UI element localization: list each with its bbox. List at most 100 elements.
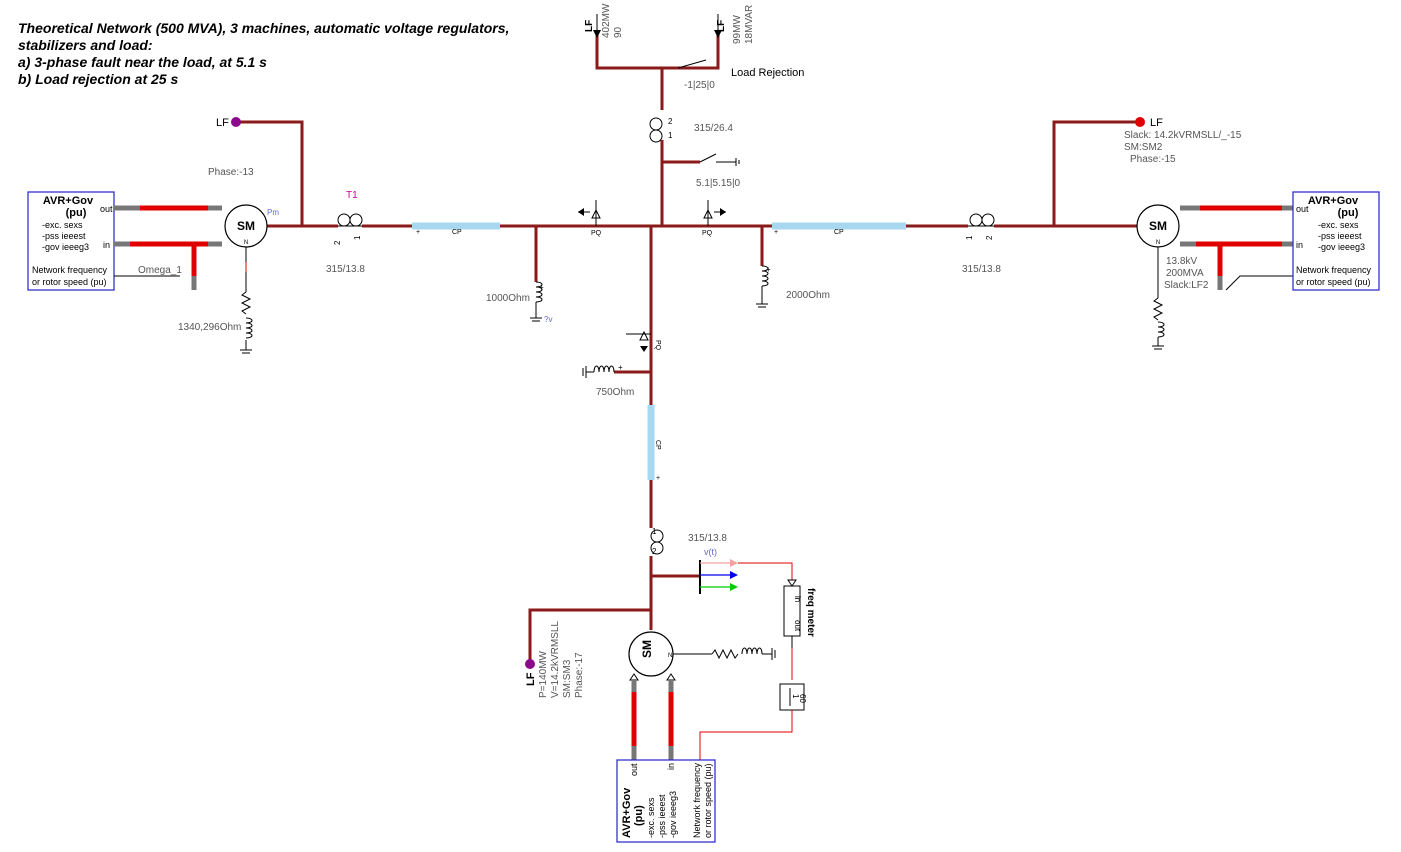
right-shunt-label: 2000Ohm [786,290,830,301]
right-avr-net1: Network frequency [1296,265,1372,275]
bottom-avr-net1: Network frequency [692,762,702,838]
main-wires [240,30,1138,660]
center-cp-plus: + [656,475,660,482]
bottom-avr-title: AVR+Gov [621,787,633,838]
right-avr-in: in [1296,240,1303,250]
pq-center-label: PQ [654,340,661,351]
load-left-lf: LF [584,20,595,32]
gain-den: 60 [798,694,807,703]
bottom-transformer[interactable]: 1 2 315/13.8 [650,527,727,556]
right-avr-net2: or rotor speed (pu) [1296,277,1371,287]
right-smname: SM:SM2 [1124,142,1163,153]
load-left[interactable]: LF 402MW 90 [584,3,624,38]
left-cp-plus: + [416,229,420,236]
bottom-tr-ratio: 315/13.8 [688,533,727,544]
right-avr-title-pu: (pu) [1338,207,1359,219]
right-sm-n: N [1156,240,1160,246]
pq-meter-left[interactable]: PQ [578,200,602,237]
bottom-phase: Phase:-17 [574,652,585,698]
t1-ratio: 315/13.8 [326,264,365,275]
right-tr-w2: 2 [985,235,994,240]
left-pm-label: Pm [267,208,279,217]
bottom-avr-block[interactable]: AVR+Gov (pu) -exc. sexs -pss ieeest -gov… [616,759,716,843]
center-cp-line[interactable]: CP + [647,405,661,482]
load-left-p: 402MW [601,3,612,38]
load-rejection-label: Load Rejection [731,67,804,79]
gain-block[interactable]: 1 60 [699,683,807,760]
left-omega-label: Omega_1 [138,265,182,276]
center-shunt-inductor[interactable]: + 750Ohm [582,363,634,398]
title-line-4: b) Load rejection at 25 s [18,71,179,87]
bottom-lf-node[interactable]: LF P=140MW V=14.2kVRMSLL SM:SM3 Phase:-1… [525,621,585,698]
gain-num: 1 [791,694,800,699]
pq-meter-right[interactable]: PQ [702,200,726,237]
bottom-avr-net2: or rotor speed (pu) [703,763,713,838]
freq-meter-out: out [793,620,802,632]
right-synchronous-machine[interactable]: SM N 13.8kV 200MVA Slack:LF2 [1136,204,1209,291]
left-lf-label: LF [216,117,229,129]
right-avr-gov: -gov ieeeg3 [1318,242,1365,252]
left-avr-block[interactable]: AVR+Gov (pu) -exc. sexs -pss ieeest -gov… [27,191,115,291]
left-cp-label: CP [452,229,462,236]
right-tr-w1: 1 [965,235,974,240]
left-cp-line[interactable]: + CP [412,222,500,236]
left-avr-signals: Omega_1 [114,205,222,290]
fault-switch[interactable]: 5.1|5.15|0 [696,153,741,189]
left-avr-title-pu: (pu) [66,207,87,219]
load-right-p: 99MW [732,15,743,44]
left-phase-label: Phase:-13 [208,167,254,178]
title-line-3: a) 3-phase fault near the load, at 5.1 s [18,54,267,70]
diagram-title: Theoretical Network (500 MVA), 3 machine… [18,20,578,88]
right-transformer[interactable]: 1 2 315/13.8 [962,213,1001,275]
right-avr-pss: -pss ieeest [1318,231,1362,241]
left-synchronous-machine[interactable]: SM N Pm [224,204,279,248]
bottom-synchronous-machine[interactable]: SM N [628,631,674,677]
center-shunt-label: 750Ohm [596,387,634,398]
right-mva: 200MVA [1166,268,1204,279]
bottom-avr-gov: -gov ieeeg3 [668,791,678,838]
top-tr-ratio: 315/26.4 [694,123,733,134]
right-shunt-inductor[interactable]: + 2000Ohm [756,265,830,308]
top-tr-w2: 2 [668,117,673,126]
left-neutral-impedance: 1340,296Ohm [178,247,253,354]
left-transformer-t1[interactable]: T1 315/13.8 2 1 [326,190,365,275]
left-sm-n: N [244,240,248,246]
left-lf-node[interactable]: LF Phase:-13 [208,117,254,178]
right-shunt-plus: + [766,265,771,274]
bottom-avr-signals [629,673,676,760]
top-transformer[interactable]: 2 1 315/26.4 [649,117,733,143]
freq-meter-block[interactable]: in out freq meter [783,579,816,680]
right-cp-plus: + [774,229,778,236]
right-phase: Phase:-15 [1130,154,1176,165]
load-rejection-switch[interactable]: Load Rejection -1|25|0 [677,59,804,91]
freq-meter-in: in [793,596,802,602]
bottom-p: P=140MW [538,650,549,698]
bottom-avr-pss: -pss ieeest [657,794,667,838]
right-slacklf: Slack:LF2 [1164,280,1209,291]
pq-meter-center[interactable]: PQ [626,330,661,352]
right-sm-label: SM [1149,219,1167,233]
top-tr-w1: 1 [668,131,673,140]
right-avr-out: out [1296,204,1309,214]
fault-times: 5.1|5.15|0 [696,178,741,189]
right-cp-line[interactable]: + CP [772,222,906,236]
bottom-neutral-impedance [673,647,776,660]
left-sm-label: SM [237,219,255,233]
right-cp-label: CP [834,229,844,236]
t1-label: T1 [346,190,358,201]
bottom-avr-title-pu: (pu) [633,805,645,826]
left-shunt-inductor[interactable]: + 1000Ohm ?v [486,281,552,324]
left-avr-gov: -gov ieeeg3 [42,242,89,252]
right-avr-title: AVR+Gov [1308,195,1359,207]
right-lf-label: LF [1150,117,1163,129]
bottom-lf-label: LF [525,672,537,686]
bottom-tr-w2: 2 [652,547,657,556]
left-shunt-qv: ?v [544,315,552,324]
bottom-avr-exc: -exc. sexs [646,797,656,838]
right-avr-block[interactable]: AVR+Gov (pu) -exc. sexs -pss ieeest -gov… [1292,191,1380,291]
load-right[interactable]: LF 99MW 18MVAR [714,5,755,44]
right-lf-node[interactable]: LF Slack: 14.2kVRMSLL/_-15 SM:SM2 Phase:… [1124,117,1242,165]
left-avr-net1: Network frequency [32,265,108,275]
voltage-probe[interactable]: v(t) [699,547,793,594]
